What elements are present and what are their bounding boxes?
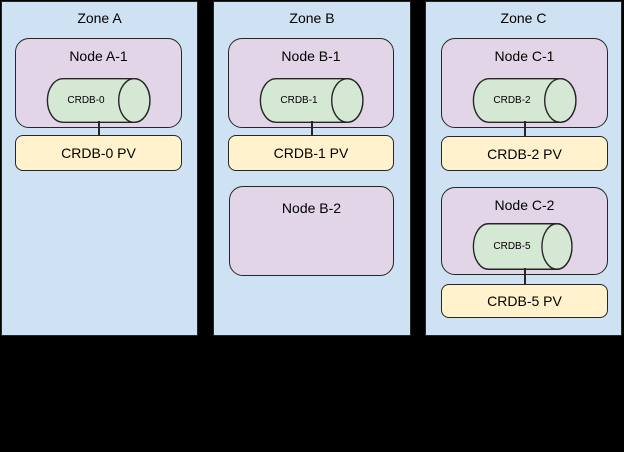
database-cylinder-icon bbox=[46, 78, 151, 123]
persistent-volume-box: CRDB-2 PV bbox=[441, 136, 608, 171]
persistent-volume-label: CRDB-2 PV bbox=[487, 145, 562, 162]
pv-connector-line bbox=[524, 121, 526, 137]
pv-connector-line bbox=[524, 268, 526, 285]
pv-connector-line bbox=[98, 121, 100, 136]
persistent-volume-box: CRDB-0 PV bbox=[15, 135, 182, 171]
persistent-volume-box: CRDB-1 PV bbox=[228, 135, 394, 171]
database-cylinder-icon bbox=[472, 223, 573, 270]
database-cylinder: CRDB-2 bbox=[472, 78, 577, 123]
zone-b: Zone B Node B-1 CRDB-1 CRDB-1 PV Node B-… bbox=[213, 1, 411, 336]
database-cylinder: CRDB-5 bbox=[472, 223, 573, 270]
database-cylinder: CRDB-0 bbox=[46, 78, 151, 123]
zone-title: Zone C bbox=[500, 10, 547, 26]
database-cylinder-icon bbox=[259, 78, 364, 123]
node-title: Node C-1 bbox=[494, 48, 555, 64]
database-cylinder: CRDB-1 bbox=[259, 78, 364, 123]
database-label: CRDB-0 bbox=[67, 95, 105, 106]
zone-title: Zone B bbox=[289, 10, 335, 26]
node-title: Node A-1 bbox=[69, 48, 128, 64]
node-title: Node C-2 bbox=[494, 197, 555, 213]
persistent-volume-label: CRDB-5 PV bbox=[487, 293, 562, 309]
node-title: Node B-1 bbox=[281, 48, 341, 64]
pv-connector-line bbox=[311, 121, 313, 136]
database-label: CRDB-5 bbox=[493, 241, 531, 252]
zone-a: Zone A Node A-1 CRDB-0 CRDB-0 PV bbox=[1, 1, 198, 336]
persistent-volume-label: CRDB-1 PV bbox=[273, 145, 349, 161]
zone-title: Zone A bbox=[77, 10, 122, 26]
database-label: CRDB-2 bbox=[493, 95, 531, 106]
persistent-volume-box: CRDB-5 PV bbox=[441, 284, 608, 318]
zone-c: Zone C Node C-1 CRDB-2 CRDB-2 PV Node C-… bbox=[425, 1, 622, 336]
persistent-volume-label: CRDB-0 PV bbox=[61, 145, 136, 161]
node-title: Node B-2 bbox=[281, 200, 342, 216]
empty-node-box: Node B-2 bbox=[229, 186, 394, 276]
database-cylinder-icon bbox=[472, 78, 577, 123]
database-label: CRDB-1 bbox=[280, 95, 318, 106]
